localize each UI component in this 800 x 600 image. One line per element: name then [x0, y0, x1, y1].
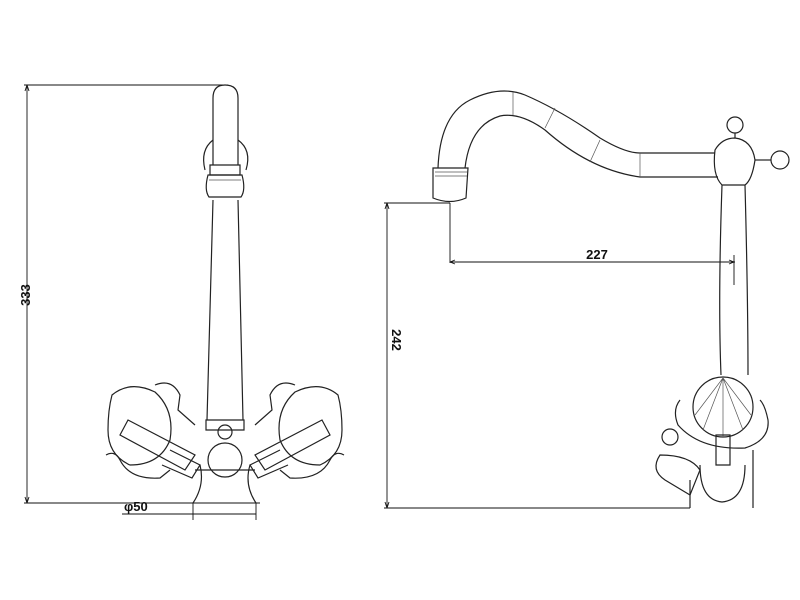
- spout-height-label: 242: [389, 329, 404, 351]
- spout-reach-label: 227: [586, 247, 608, 262]
- height-label: 333: [18, 284, 33, 306]
- side-faucet-body: [432, 90, 790, 508]
- right-handle: [249, 382, 345, 479]
- side-view: 242 227: [384, 90, 790, 509]
- height-dimension-333: 333: [18, 84, 260, 504]
- diameter-dimension-50: φ50: [122, 499, 257, 520]
- front-faucet-body: [192, 84, 257, 504]
- left-handle: [105, 382, 201, 479]
- height-dimension-242: 242: [384, 202, 690, 509]
- front-view: 333 φ50: [18, 84, 345, 520]
- diameter-label: φ50: [124, 499, 148, 514]
- reach-dimension-227: 227: [449, 203, 735, 285]
